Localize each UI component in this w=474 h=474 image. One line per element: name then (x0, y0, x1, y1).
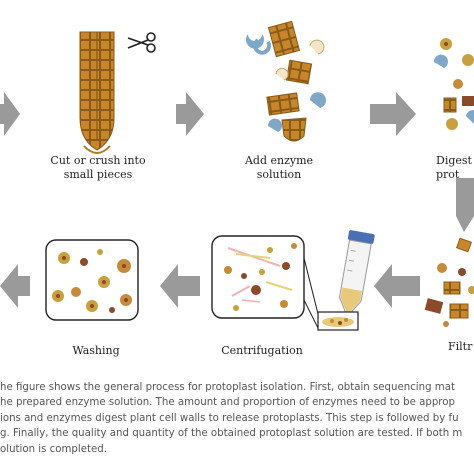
flow-arrow-centrifuge-to-wash (160, 264, 200, 308)
step-label-washing: Washing (56, 344, 136, 358)
step-label-enzyme-text: Add enzyme solution (244, 154, 314, 181)
flow-arrow-enzyme-to-digest (370, 92, 416, 136)
tissue-pieces-with-enzymes (245, 20, 326, 142)
figure-caption: he figure shows the general process for … (0, 380, 474, 474)
step-label-digest: Digest t prot (436, 154, 474, 182)
caption-line: he prepared enzyme solution. The amount … (0, 397, 455, 409)
step-label-cut: Cut or crush into small pieces (46, 154, 150, 182)
step-label-filter: Filtr (448, 340, 474, 354)
flow-arrow-digest-to-filter (456, 178, 474, 232)
pellet-zoom-box (317, 311, 359, 331)
connector-lines (303, 257, 319, 329)
step-label-enzyme: Add enzyme solution (234, 154, 324, 182)
flow-arrow-cut-to-enzyme (176, 92, 204, 136)
filter-illustration (424, 237, 474, 327)
caption-line: g. Finally, the quality and quantity of … (0, 428, 463, 440)
step-label-washing-text: Washing (72, 344, 120, 357)
step-label-cut-text: Cut or crush into small pieces (50, 154, 146, 181)
step-label-digest-text: Digest t prot (436, 154, 472, 181)
caption-line: he figure shows the general process for … (0, 382, 455, 393)
step-label-filter-text: Filtr (448, 340, 473, 353)
centrifuge-tube (338, 230, 375, 318)
centrifugation-panel (211, 235, 305, 319)
step-label-centrifugation: Centrifugation (212, 344, 312, 358)
flow-arrow-left-edge (0, 92, 20, 136)
washing-panel (45, 239, 139, 321)
flow-arrow-filter-to-centrifuge (374, 264, 420, 308)
scissors-icon (127, 32, 156, 53)
digest-illustration (433, 38, 474, 130)
caption-line: ions and enzymes digest plant cell walls… (0, 412, 459, 424)
root-tissue-illustration (79, 31, 115, 154)
step-label-centrifugation-text: Centrifugation (221, 344, 303, 357)
flow-arrow-wash-to-edge (0, 264, 30, 308)
caption-line: olution is completed. (0, 443, 107, 455)
